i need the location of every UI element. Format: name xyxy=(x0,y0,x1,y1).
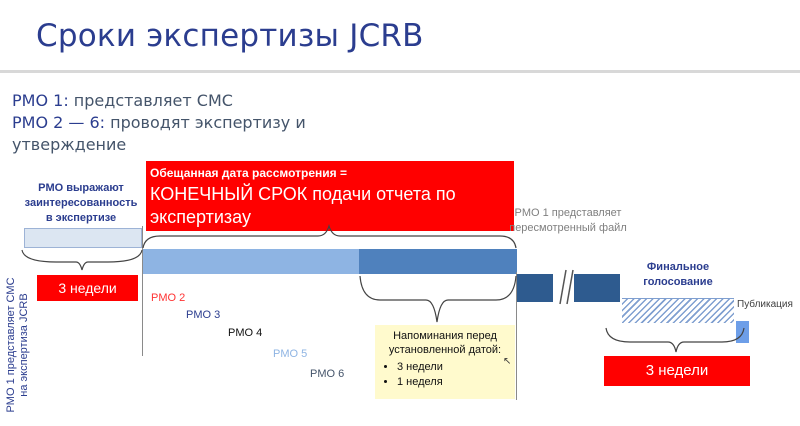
divider-line-right xyxy=(516,272,517,400)
pmo-row-4: PMO 4 xyxy=(228,327,263,339)
pmo-row-5: PMO 5 xyxy=(273,348,308,360)
final-vote-label: Финальное голосование xyxy=(643,261,713,288)
lead-text-1: представляет CMC xyxy=(68,91,233,110)
brace-top-deadline xyxy=(142,223,517,249)
resubmit-label: PMO 1 представляет пересмотренный файл xyxy=(509,207,627,234)
pmo-row-6: PMO 6 xyxy=(310,368,345,380)
brace-reminder xyxy=(359,275,517,323)
pmo-row-2: PMO 2 xyxy=(151,292,186,304)
reminder-box: Напоминания перед установленной датой: 3… xyxy=(375,325,515,399)
three-weeks-left-badge: 3 недели xyxy=(37,275,138,301)
break-slash-1 xyxy=(559,269,567,305)
reminder-title: Напоминания перед установленной датой: xyxy=(388,330,502,356)
vertical-submit-label: PMO 1 представляет CMC на экспертиза JCR… xyxy=(5,277,30,413)
deadline-note-box xyxy=(146,161,514,231)
deadline-note-big: КОНЕЧНЫЙ СРОК подачи отчета по экспертиз… xyxy=(150,184,456,227)
pmo-row-3: PMO 3 xyxy=(186,309,221,321)
final-vote-bar xyxy=(622,298,734,323)
resubmit-bar-1 xyxy=(517,274,553,302)
title-divider xyxy=(0,70,800,73)
mouse-cursor-icon: ↖ xyxy=(503,356,512,367)
lead-key-2: PMO 2 — 6: xyxy=(12,113,106,132)
break-slash-2 xyxy=(566,269,574,305)
lead-line-2: PMO 2 — 6: проводят экспертизу и xyxy=(12,112,306,134)
review-bar-light xyxy=(143,249,359,274)
resubmit-bar-2 xyxy=(574,274,620,302)
slide-title: Сроки экспертизы JCRB xyxy=(36,18,424,54)
reminder-item: 3 недели xyxy=(397,360,509,375)
brace-right-3-weeks xyxy=(605,327,745,353)
interest-label: PMO выражают заинтересованность в экспер… xyxy=(24,182,138,224)
lead-line-3: утверждение xyxy=(12,134,126,156)
publication-label: Публикация xyxy=(737,299,793,310)
three-weeks-right-badge: 3 недели xyxy=(604,356,750,386)
lead-key-1: PMO 1: xyxy=(12,91,69,110)
lead-line-1: PMO 1: представляет CMC xyxy=(12,90,233,112)
brace-left-3-weeks xyxy=(21,249,143,271)
divider-line-left xyxy=(142,226,143,356)
reminder-list: 3 недели 1 неделя xyxy=(381,360,509,390)
review-bar-mid xyxy=(359,249,517,274)
lead-text-2: проводят экспертизу и xyxy=(105,113,306,132)
deadline-note-small: Обещанная дата рассмотрения = xyxy=(150,166,347,180)
reminder-item: 1 неделя xyxy=(397,375,509,390)
interest-bar xyxy=(24,228,142,248)
lead-text-3: утверждение xyxy=(12,135,127,154)
